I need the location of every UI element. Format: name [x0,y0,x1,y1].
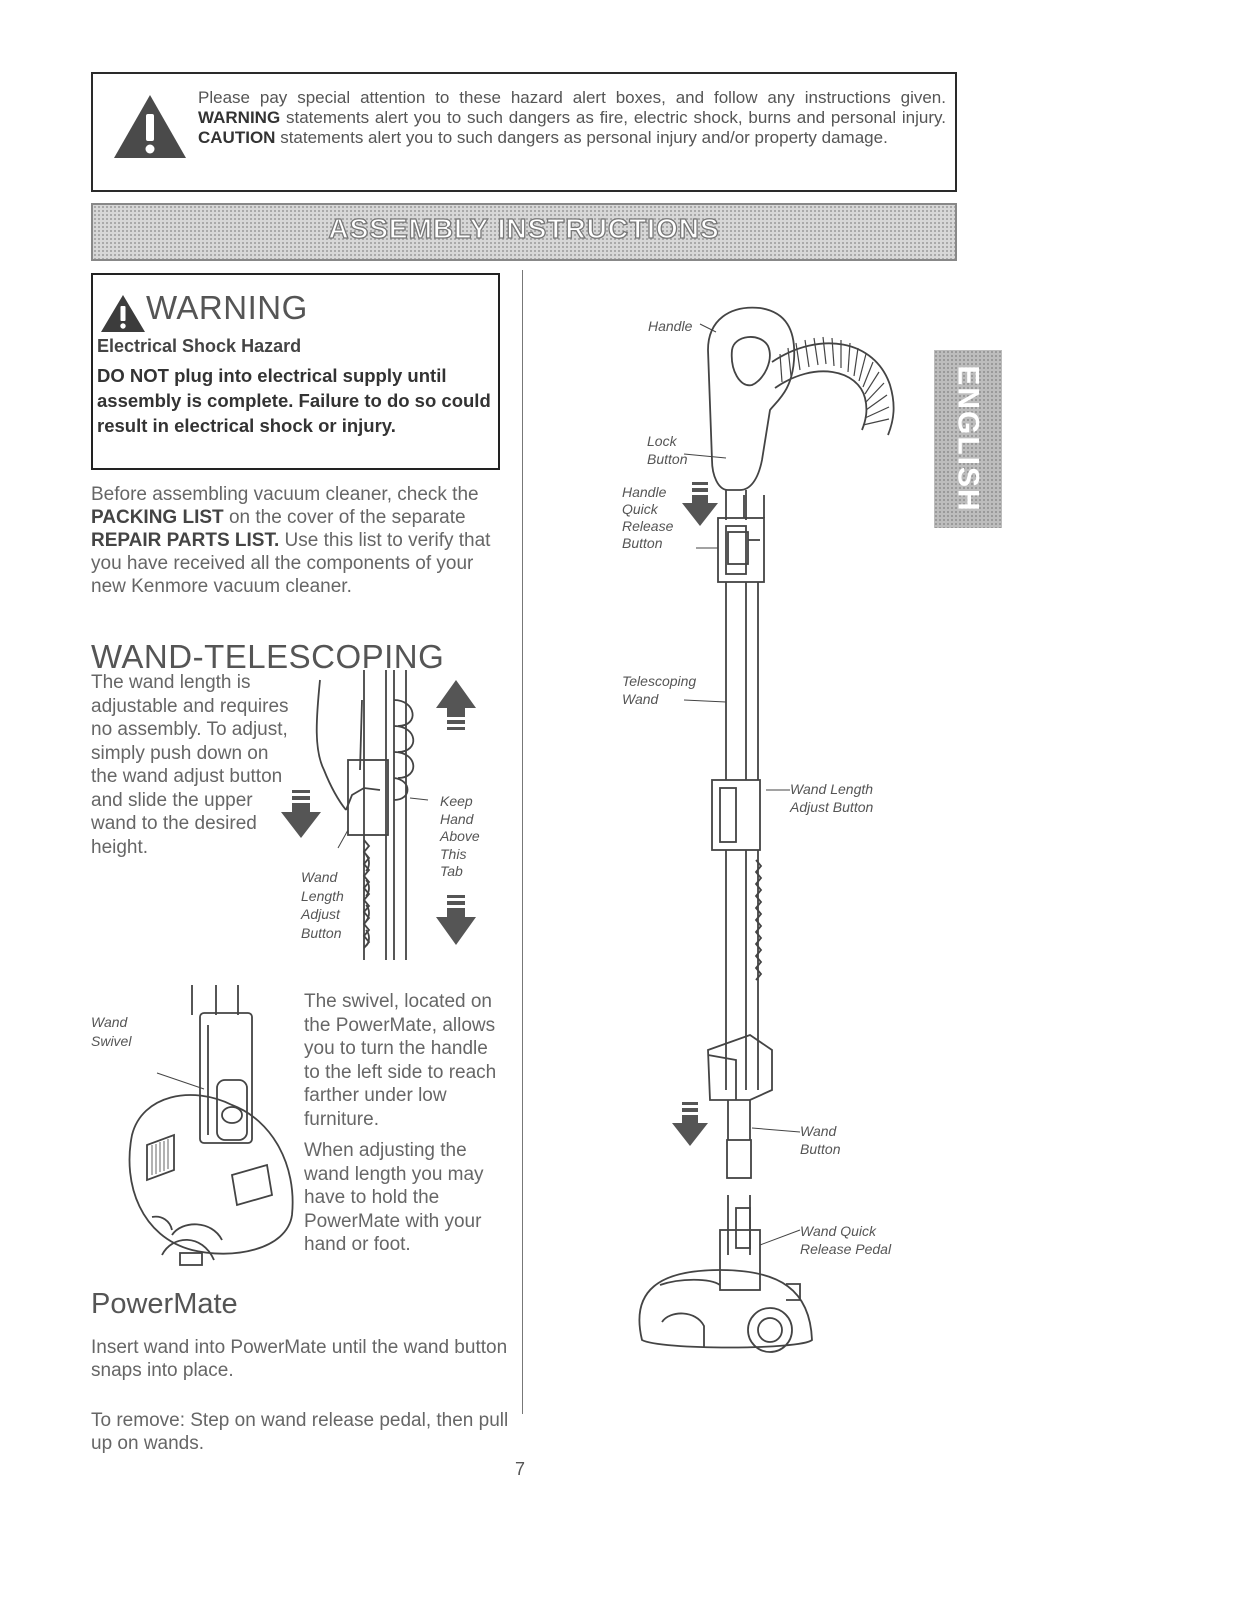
swivel-paragraph: The swivel, located on the PowerMate, al… [304,991,497,1130]
language-tab-label: ENGLISH [952,365,986,513]
wand-swivel-label-line: Swivel [91,1033,132,1049]
wand-length-adjust-button-label-line: Adjust Button [790,799,874,815]
warning-title: WARNING [146,289,308,326]
warning-box [91,273,500,470]
hazard-alert-box [91,72,957,192]
wand-telescoping-text: The wand length is adjustable and requir… [91,672,289,858]
wand-swivel-illustration [128,985,294,1266]
handle-quick-release-label: Handle Quick Release Button [622,484,673,552]
telescoping-wand-label-line: Wand [622,691,659,707]
wand-button-label: Wand Button [800,1122,840,1158]
swivel-text: The swivel, located on the PowerMate, al… [304,990,504,1265]
wand-quick-release-pedal-label-line: Wand Quick [800,1223,876,1239]
keep-hand-label-line: Hand [440,810,474,827]
keep-hand-label-line: Tab [440,863,463,879]
wand-quick-release-pedal-label-line: Release Pedal [800,1241,892,1257]
warning-body: DO NOT plug into electrical supply until… [97,365,491,436]
hazard-alert-text: Please pay special attention to these ha… [198,88,946,148]
powermate-insert-text: Insert wand into PowerMate until the wan… [91,1337,508,1381]
section-banner [91,203,957,261]
hazard-caution-word: CAUTION [198,128,276,147]
telescoping-wand-label: Telescoping Wand [622,672,696,708]
wand-telescoping-heading: WAND-TELESCOPING [91,638,445,675]
keep-hand-label-line: This [440,845,467,862]
language-tab [934,350,1002,528]
repair-parts-list-term: REPAIR PARTS LIST. [91,530,280,551]
intro-paragraph: Before assembling vacuum cleaner, check … [91,483,511,598]
wand-adjust-illustration [281,670,476,960]
wand-button-label-line: Wand [800,1123,837,1139]
hazard-text-part: statements alert you to such dangers as … [280,128,888,147]
powermate-remove-text: To remove: Step on wand release pedal, t… [91,1410,509,1454]
wand-swivel-label-line: Wand [91,1014,128,1030]
lock-button-label: Lock Button [647,432,687,468]
hazard-text-part: statements alert you to such dangers as … [285,108,946,127]
powermate-heading: PowerMate [91,1288,238,1320]
lock-button-label-line: Button [647,451,688,467]
wand-button-label-line: Button [800,1141,841,1157]
intro-text-part: Use this list to verify that you have re… [91,530,491,597]
handle-quick-release-label-line: Release [622,518,674,534]
keep-hand-label-line: Keep [440,793,473,809]
wand-length-adjust-label-line: Length [301,887,344,904]
handle-quick-release-label-line: Button [622,535,663,551]
vacuum-assembly-diagram [638,306,895,1353]
swivel-adjust-paragraph: When adjusting the wand length you may h… [304,1140,484,1255]
telescoping-wand-label-line: Telescoping [622,673,697,689]
wand-length-adjust-label-line: Button [301,924,342,941]
wand-length-adjust-label-line: Wand [301,869,338,885]
warning-triangle-icon [114,95,186,158]
wand-length-adjust-button-label-line: Wand Length [790,781,874,797]
hazard-text-part: Please pay special attention to these ha… [198,88,946,107]
lock-button-label-line: Lock [647,433,677,449]
warning-triangle-icon [101,295,145,332]
handle-label: Handle [648,318,693,334]
intro-text-part: Before assembling vacuum cleaner, check … [91,484,479,505]
banner-title: ASSEMBLY INSTRUCTIONS [328,212,720,244]
warning-subtitle: Electrical Shock Hazard [97,336,302,356]
intro-text-part: on the cover of the separate [228,507,466,528]
wand-length-adjust-label-line: Adjust [301,906,340,922]
wand-length-adjust-label: Wand Length Adjust Button [301,868,344,942]
language-tab-label-wrap: ENGLISH [934,350,1002,528]
page-number: 7 [515,1459,526,1479]
column-divider [522,270,523,1414]
handle-quick-release-label-line: Quick [622,501,658,517]
handle-quick-release-label-line: Handle [622,484,667,500]
wand-length-adjust-button-label: Wand Length Adjust Button [790,780,873,816]
keep-hand-label: Keep Hand Above This Tab [440,793,480,881]
packing-list-term: PACKING LIST [91,507,224,528]
wand-quick-release-pedal-label: Wand Quick Release Pedal [800,1222,891,1258]
keep-hand-label-line: Above [440,828,480,844]
hazard-warning-word: WARNING [198,108,281,127]
wand-swivel-label: Wand Swivel [91,1013,131,1051]
